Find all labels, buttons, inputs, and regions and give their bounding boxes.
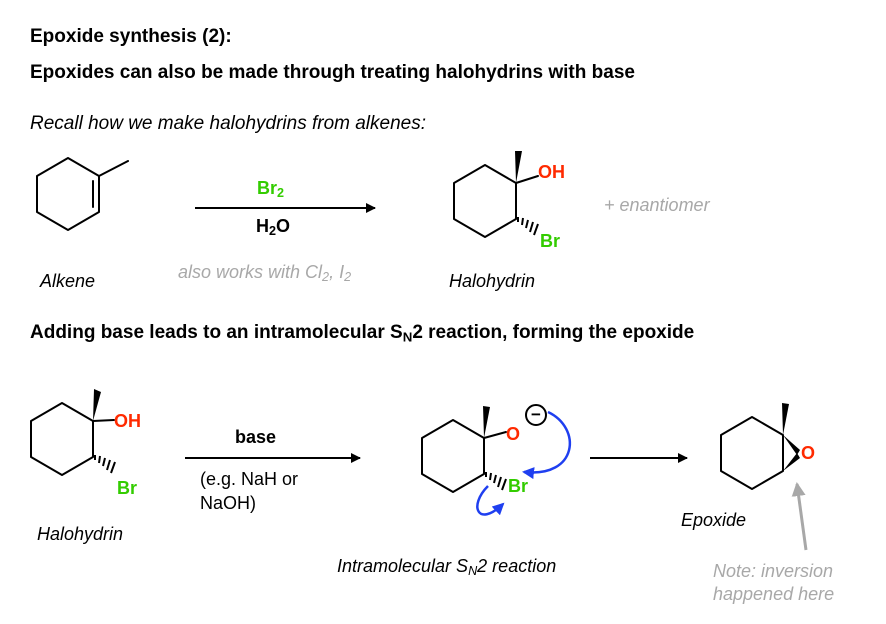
hydroxyl-label-2: OH (114, 411, 141, 431)
epoxide-oxygen-label: O (801, 443, 816, 463)
recall-text: Recall how we make halohydrins from alke… (30, 113, 427, 134)
note-arrow (791, 482, 808, 551)
inversion-note-line1: Note: inversion (713, 561, 834, 581)
bromine-label-3: Br (508, 476, 529, 496)
reagent-h2o: H2O (256, 216, 291, 239)
reagent-example-line2: NaOH) (200, 493, 257, 513)
epoxide-structure (720, 416, 784, 490)
wedge-methyl-4 (782, 403, 789, 435)
title: Epoxide synthesis (2): (30, 26, 232, 47)
wedge-methyl-1 (515, 151, 522, 183)
alkoxide-oxygen-label: O (506, 424, 521, 444)
alkene-label: Alkene (40, 271, 96, 291)
wedge-methyl-2 (93, 389, 101, 421)
wedge-methyl-3 (483, 406, 490, 438)
hydroxyl-label-1: OH (538, 162, 565, 182)
alkene-structure (36, 157, 129, 231)
wedge-epoxide-bottom (783, 453, 800, 471)
halohydrin-start-structure (30, 402, 115, 476)
halohydrin-label-2: Halohydrin (37, 524, 124, 544)
bromine-label-1: Br (540, 231, 561, 251)
bromine-label-2: Br (117, 478, 138, 498)
hash-bond-br-1 (517, 217, 539, 236)
section-heading: Adding base leads to an intramolecular S… (30, 322, 695, 345)
inversion-note-line2: happened here (713, 584, 835, 604)
reagent-br2: Br2 (257, 178, 285, 201)
curved-arrow-bromide-leave (476, 485, 505, 516)
curved-arrow-oxygen-attack (522, 410, 572, 480)
halohydrin-structure (453, 164, 539, 238)
wedge-epoxide-top (783, 435, 800, 455)
reagent-example-line1: (e.g. NaH or (200, 469, 299, 489)
negative-charge-badge: − (525, 404, 547, 426)
enantiomer-note: + enantiomer (604, 195, 710, 215)
hash-bond-br-3 (485, 472, 507, 491)
hash-bond-br-2 (94, 455, 116, 474)
subtitle: Epoxides can also be made through treati… (30, 62, 635, 83)
reagent-base: base (235, 427, 277, 447)
alkoxide-structure (421, 419, 507, 493)
halogen-note: also works with Cl2, I2 (178, 262, 352, 285)
halohydrin-label-1: Halohydrin (449, 271, 536, 291)
epoxide-label: Epoxide (681, 510, 747, 530)
sn2-label: Intramolecular SN2 reaction (337, 556, 557, 579)
